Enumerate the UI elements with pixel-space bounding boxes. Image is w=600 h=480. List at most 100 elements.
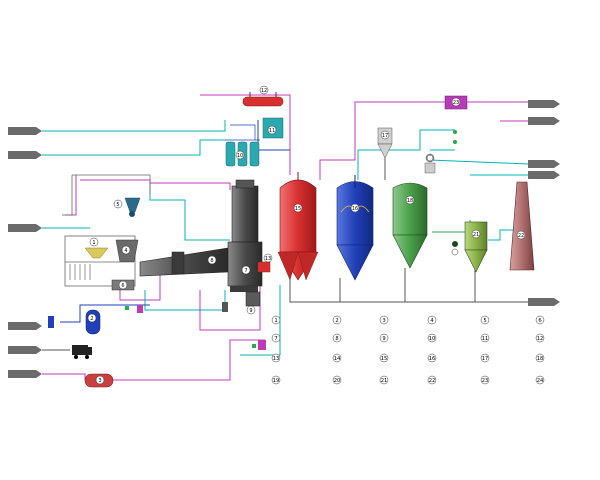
svg-text:1: 1 — [92, 240, 95, 246]
legend: 1 2 3 4 5 6 7 8 9 10 11 12 13 14 15 16 1… — [271, 315, 545, 385]
top-red-vessel — [242, 92, 284, 107]
legend-item-3: 3 — [379, 315, 389, 325]
callout-15: 15 — [293, 203, 303, 213]
svg-text:3: 3 — [382, 318, 385, 324]
legend-item-15: 15 — [379, 353, 389, 363]
output-label-3 — [528, 160, 560, 168]
callout-7: 7 — [241, 265, 251, 275]
input-label-3 — [8, 224, 42, 232]
callout-18: 18 — [405, 195, 415, 205]
svg-text:6: 6 — [121, 283, 124, 289]
svg-text:5: 5 — [483, 318, 486, 324]
legend-item-4: 4 — [427, 315, 437, 325]
legend-item-24: 24 — [535, 375, 545, 385]
legend-item-9: 9 — [379, 333, 389, 343]
svg-text:14: 14 — [334, 356, 341, 362]
svg-text:18: 18 — [407, 198, 413, 204]
svg-text:18: 18 — [537, 356, 544, 362]
svg-text:19: 19 — [273, 378, 280, 384]
svg-text:8: 8 — [335, 336, 338, 342]
callout-13: 13 — [263, 253, 273, 263]
svg-text:22: 22 — [518, 233, 524, 239]
legend-item-10: 10 — [427, 333, 437, 343]
svg-text:2: 2 — [335, 318, 338, 324]
legend-item-21: 21 — [379, 375, 389, 385]
input-label-6 — [8, 370, 42, 378]
callout-3: 3 — [95, 375, 105, 385]
legend-item-11: 11 — [480, 333, 490, 343]
feed-area-frame — [62, 174, 151, 287]
rotary-kiln — [139, 247, 229, 277]
truck — [72, 345, 92, 359]
legend-item-1: 1 — [271, 315, 281, 325]
svg-text:11: 11 — [269, 128, 275, 134]
svg-text:17: 17 — [482, 356, 489, 362]
svg-text:10: 10 — [237, 153, 243, 159]
svg-text:4: 4 — [124, 248, 127, 254]
svg-text:15: 15 — [381, 356, 388, 362]
svg-text:13: 13 — [273, 356, 280, 362]
legend-item-17: 17 — [480, 353, 490, 363]
svg-text:9: 9 — [249, 308, 252, 314]
legend-item-8: 8 — [332, 333, 342, 343]
callout-21: 21 — [471, 229, 481, 239]
legend-item-6: 6 — [535, 315, 545, 325]
legend-item-13: 13 — [271, 353, 281, 363]
svg-text:17: 17 — [382, 133, 388, 139]
legend-item-5: 5 — [480, 315, 490, 325]
feed-grate — [69, 264, 91, 280]
legend-item-23: 23 — [480, 375, 490, 385]
svg-text:16: 16 — [429, 356, 436, 362]
item-8 — [222, 302, 228, 312]
svg-text:3: 3 — [98, 378, 101, 384]
input-label-2 — [8, 151, 42, 159]
svg-text:4: 4 — [430, 318, 434, 324]
svg-text:21: 21 — [381, 378, 388, 384]
svg-text:6: 6 — [538, 318, 541, 324]
output-label-5 — [528, 298, 560, 306]
hopper-yellow — [84, 247, 109, 259]
callout-4: 4 — [121, 245, 131, 255]
callout-19 — [426, 154, 434, 162]
svg-text:22: 22 — [429, 378, 436, 384]
callout-8: 8 — [207, 255, 217, 265]
svg-text:12: 12 — [261, 88, 267, 94]
callout-20 — [451, 248, 459, 256]
svg-text:16: 16 — [352, 206, 358, 212]
legend-item-22: 22 — [427, 375, 437, 385]
chimney — [509, 181, 535, 271]
callout-5: 5 — [113, 199, 123, 209]
svg-text:8: 8 — [210, 258, 213, 264]
callouts: 1 2 3 4 5 6 7 8 9 10 11 12 13 15 16 17 1… — [87, 85, 526, 385]
svg-text:1: 1 — [274, 318, 277, 324]
callout-9: 9 — [246, 305, 256, 315]
svg-text:2: 2 — [90, 316, 93, 322]
svg-text:12: 12 — [537, 336, 544, 342]
legend-item-18: 18 — [535, 353, 545, 363]
output-label-2 — [528, 117, 560, 125]
green-reactor — [392, 182, 428, 269]
legend-item-2: 2 — [332, 315, 342, 325]
input-label-5 — [8, 346, 42, 354]
red-reactor — [277, 172, 319, 281]
input-label-1 — [8, 127, 42, 135]
legend-item-7: 7 — [271, 333, 281, 343]
svg-text:23: 23 — [482, 378, 489, 384]
svg-text:13: 13 — [265, 256, 271, 262]
callout-12: 12 — [259, 85, 269, 95]
legend-item-19: 19 — [271, 375, 281, 385]
callout-6: 6 — [118, 280, 128, 290]
callout-17: 17 — [380, 130, 390, 140]
svg-text:10: 10 — [429, 336, 436, 342]
svg-text:20: 20 — [334, 378, 341, 384]
input-label-4 — [8, 322, 42, 330]
svg-text:15: 15 — [295, 206, 301, 212]
callout-22: 22 — [516, 230, 526, 240]
callout-2: 2 — [87, 313, 97, 323]
svg-text:11: 11 — [482, 336, 489, 342]
legend-item-14: 14 — [332, 353, 342, 363]
valve-cluster-2 — [252, 340, 266, 350]
svg-text:21: 21 — [473, 232, 479, 238]
blue-reactor — [336, 175, 374, 281]
